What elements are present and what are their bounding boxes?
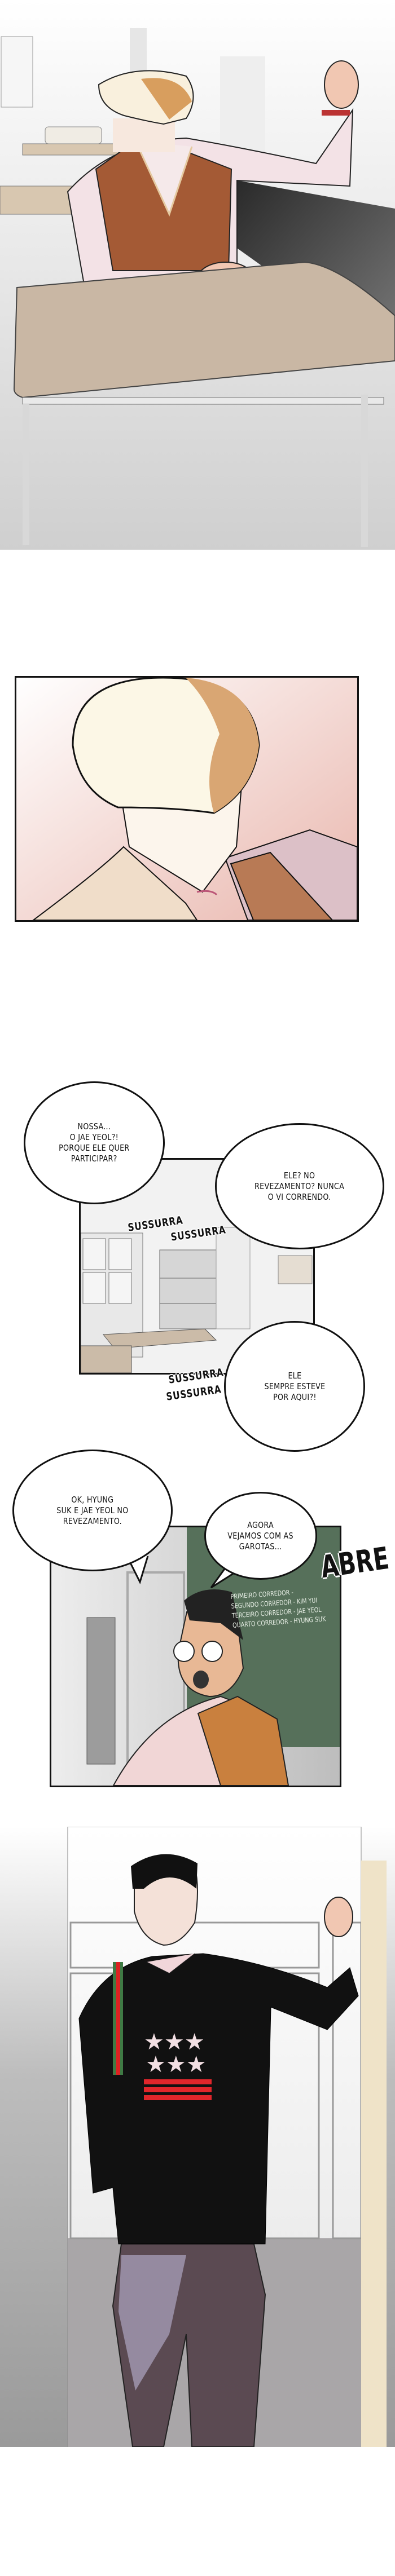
speech-bubble: ELE? NO REVEZAMENTO? NUNCA O VI CORRENDO… (215, 1123, 384, 1249)
panel-2-artwork (16, 678, 357, 920)
star-icons: ★★★ ★★★ (144, 2029, 207, 2078)
speech-text: ELE SEMPRE ESTEVE POR AQUI?! (264, 1370, 325, 1402)
sfx-whisper-4: SUSSURRA (165, 1383, 222, 1403)
panel-closeup-face (15, 676, 359, 922)
speech-bubble: NOSSA... O JAE YEOL?! PORQUE ELE QUER PA… (24, 1081, 165, 1204)
panel-1-artwork (0, 0, 395, 550)
speech-bubble: OK, HYUNG SUK E JAE YEOL NO REVEZAMENTO. (12, 1450, 173, 1571)
svg-text:★★★: ★★★ (146, 2052, 207, 2078)
speech-tail (210, 1567, 235, 1589)
panel-4-artwork (51, 1527, 340, 1786)
speech-bubble: AGORA VEJAMOS COM AS GAROTAS... (204, 1492, 317, 1580)
speech-text: AGORA VEJAMOS COM AS GAROTAS... (227, 1519, 294, 1552)
chalkboard-list: PRIMEIRO CORREDOR - SEGUNDO CORREDOR - K… (230, 1585, 326, 1630)
speech-text: OK, HYUNG SUK E JAE YEOL NO REVEZAMENTO. (56, 1494, 129, 1526)
svg-text:★★★: ★★★ (144, 2029, 205, 2055)
speech-text: NOSSA... O JAE YEOL?! PORQUE ELE QUER PA… (59, 1121, 130, 1164)
panel-chalkboard-student (50, 1526, 341, 1787)
speech-bubble: ELE SEMPRE ESTEVE POR AQUI?! (224, 1321, 365, 1452)
speech-text: ELE? NO REVEZAMENTO? NUNCA O VI CORRENDO… (254, 1170, 345, 1202)
panel-doorway-student: ★★★ ★★★ (0, 1827, 395, 2447)
panel-5-artwork: ★★★ ★★★ (0, 1827, 395, 2447)
panel-classroom-desk (0, 0, 395, 550)
